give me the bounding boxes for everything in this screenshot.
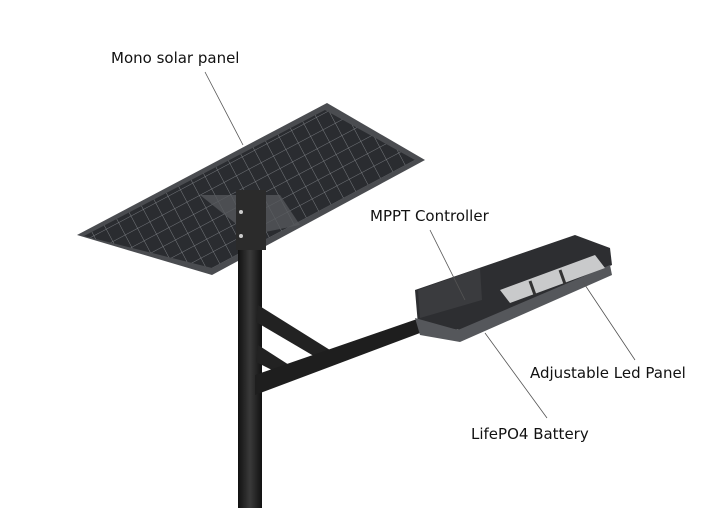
label-solar-panel: Mono solar panel bbox=[111, 49, 240, 67]
lamp-head bbox=[415, 235, 612, 342]
pole bbox=[236, 190, 428, 508]
leader-lines bbox=[204, 71, 636, 419]
label-battery: LifePO4 Battery bbox=[471, 425, 589, 443]
label-mppt-controller: MPPT Controller bbox=[370, 207, 489, 225]
label-led-panel: Adjustable Led Panel bbox=[530, 364, 686, 382]
